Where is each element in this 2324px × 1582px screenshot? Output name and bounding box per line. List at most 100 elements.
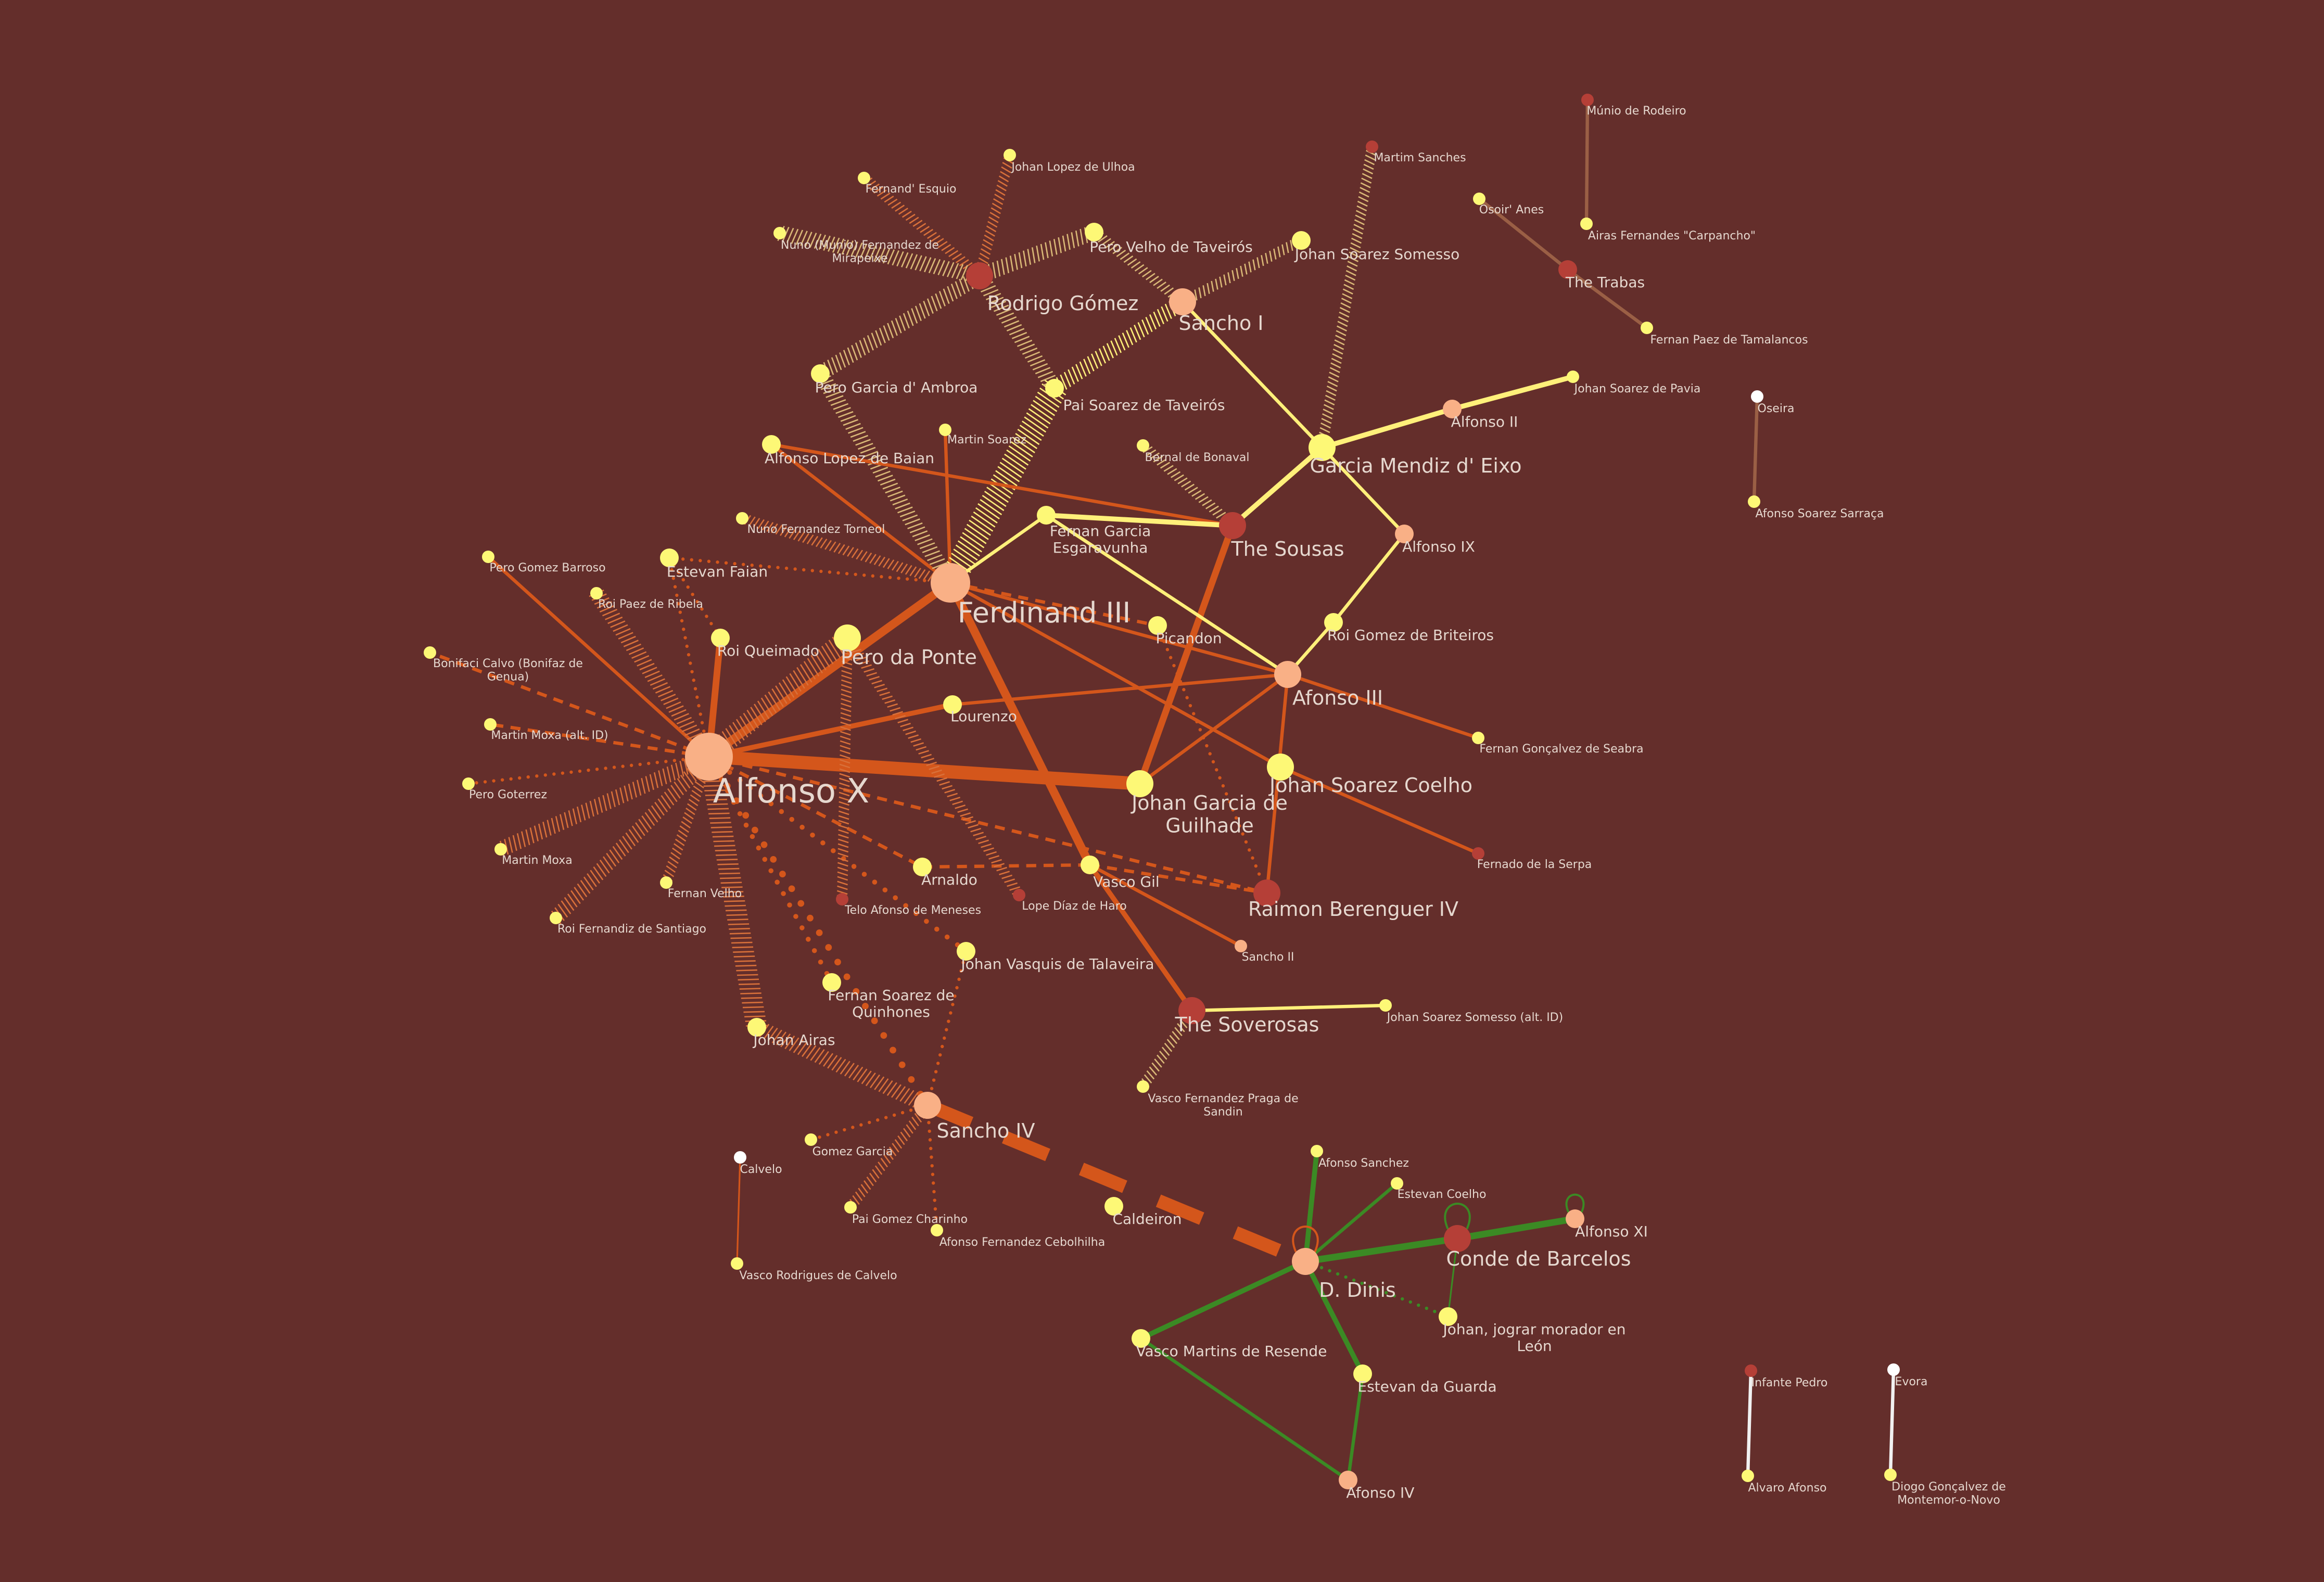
node-afonso-soarez-sarraca[interactable] — [1748, 495, 1760, 508]
node-ferdinand-iii[interactable] — [931, 563, 970, 603]
node-johan-soarez-pavia[interactable] — [1567, 371, 1579, 383]
node-diogo-goncalvez[interactable] — [1884, 1469, 1897, 1481]
node-infante-pedro[interactable] — [1745, 1364, 1757, 1377]
node-pero-velho-taveiros[interactable] — [1085, 223, 1103, 241]
node-alfonso-xi[interactable] — [1566, 1209, 1584, 1228]
node-lourenzo[interactable] — [943, 695, 962, 714]
node-telo-afonso-meneses[interactable] — [836, 893, 848, 905]
node-label-afonso-sanchez: Afonso Sanchez — [1318, 1157, 1409, 1170]
node-label-afonso-fernandez-cebolhilha: Afonso Fernandez Cebolhilha — [939, 1236, 1105, 1249]
node-fernan-velho[interactable] — [660, 876, 672, 889]
node-vasco-fernandez-praga[interactable] — [1137, 1080, 1149, 1093]
node-rodrigo-gomez[interactable] — [966, 262, 993, 289]
node-pero-da-ponte[interactable] — [834, 624, 861, 652]
node-martim-sanches[interactable] — [1366, 141, 1378, 153]
node-afonso-sanchez[interactable] — [1311, 1145, 1323, 1157]
edge-johan-soarez-coelho-ferdinand-iii — [949, 581, 1281, 769]
node-roi-queimado[interactable] — [711, 629, 730, 647]
node-the-soverosas[interactable] — [1178, 997, 1205, 1024]
node-sancho-iv[interactable] — [914, 1092, 941, 1119]
node-raimon-berenguer[interactable] — [1253, 879, 1280, 907]
node-fernan-soarez-quinhones[interactable] — [822, 973, 841, 992]
node-afonso-iv[interactable] — [1339, 1471, 1357, 1489]
node-fernan-garcia-esgaravunha[interactable] — [1037, 506, 1056, 525]
node-johan-jograr[interactable] — [1439, 1307, 1457, 1326]
node-munio-rodeiro[interactable] — [1581, 94, 1594, 106]
node-calvelo[interactable] — [734, 1151, 746, 1164]
node-estevan-da-guarda[interactable] — [1353, 1364, 1372, 1383]
node-sancho-i[interactable] — [1169, 288, 1196, 315]
node-label-munio-rodeiro: Múnio de Rodeiro — [1586, 105, 1686, 118]
node-fernado-serpa[interactable] — [1472, 847, 1484, 860]
node-pero-goterrez[interactable] — [462, 777, 475, 790]
node-bonifaci-calvo[interactable] — [424, 646, 436, 659]
edge-estevan-faian-roi-queimado — [667, 556, 722, 640]
node-johan-lopez-ulhoa[interactable] — [1004, 149, 1016, 161]
node-pai-gomez-charinho[interactable] — [844, 1201, 857, 1214]
edge-vasco-gil-sancho-ii — [1089, 863, 1242, 948]
node-martin-moxa[interactable] — [494, 843, 507, 856]
node-pero-gomez-barroso[interactable] — [482, 551, 494, 563]
node-martin-soarez[interactable] — [939, 424, 951, 436]
node-lope-diaz-haro[interactable] — [1013, 889, 1025, 901]
node-garcia-mendiz[interactable] — [1309, 434, 1336, 461]
node-gomez-garcia[interactable] — [805, 1133, 817, 1146]
edge-garcia-mendiz-the-sousas — [1230, 445, 1324, 528]
node-the-sousas[interactable] — [1219, 512, 1246, 539]
node-label-conde-barcelos: Conde de Barcelos — [1446, 1247, 1631, 1270]
node-johan-garcia-guilhade[interactable] — [1126, 770, 1153, 797]
node-alvaro-afonso[interactable] — [1742, 1470, 1754, 1482]
node-picandon[interactable] — [1148, 616, 1167, 635]
node-nuno-fernandez-torneol[interactable] — [736, 512, 748, 525]
node-alfonso-lopez-baian[interactable] — [762, 435, 781, 454]
edge-fernan-garcia-esgaravunha-afonso-iii — [1045, 514, 1289, 676]
node-vasco-martins-resende[interactable] — [1132, 1329, 1150, 1348]
node-label-martim-sanches: Martim Sanches — [1374, 151, 1466, 164]
node-vasco-gil[interactable] — [1081, 856, 1099, 874]
node-roi-paez-ribela[interactable] — [590, 587, 603, 599]
node-roi-fernandiz-santiago[interactable] — [550, 912, 562, 924]
node-afonso-iii[interactable] — [1274, 661, 1301, 688]
node-johan-soarez-somesso[interactable] — [1292, 231, 1311, 250]
node-airas-fernandes[interactable] — [1580, 218, 1593, 230]
node-osoir-anes[interactable] — [1473, 193, 1485, 205]
node-alfonso-ii[interactable] — [1443, 400, 1462, 418]
node-oseira[interactable] — [1751, 390, 1763, 403]
node-pero-garcia-ambroa[interactable] — [811, 364, 830, 383]
node-conde-barcelos[interactable] — [1444, 1225, 1471, 1252]
node-nuno-fernandez-mirapeixe[interactable] — [773, 227, 786, 239]
node-arnaldo[interactable] — [913, 858, 932, 876]
node-the-trabas[interactable] — [1558, 260, 1577, 279]
node-sancho-ii[interactable] — [1235, 940, 1247, 952]
node-alfonso-x[interactable] — [685, 733, 733, 781]
node-fernan-goncalvez-seabra[interactable] — [1472, 732, 1484, 744]
node-johan-airas[interactable] — [747, 1018, 766, 1037]
node-label-the-trabas: The Trabas — [1565, 274, 1645, 291]
node-johan-soarez-coelho[interactable] — [1267, 754, 1294, 781]
node-label-airas-fernandes: Airas Fernandes "Carpancho" — [1588, 229, 1756, 243]
node-vasco-rodrigues-calvelo[interactable] — [731, 1257, 743, 1270]
node-johan-vasquis[interactable] — [957, 942, 975, 961]
node-roi-gomez-briteiros[interactable] — [1324, 613, 1343, 632]
node-bernal-bonaval[interactable] — [1137, 439, 1149, 452]
node-label-estevan-da-guarda: Estevan da Guarda — [1357, 1378, 1496, 1395]
node-fernand-esquio[interactable] — [858, 172, 870, 184]
node-alfonso-ix[interactable] — [1395, 525, 1414, 543]
node-caldeiron[interactable] — [1104, 1197, 1123, 1216]
node-afonso-fernandez-cebolhilha[interactable] — [931, 1224, 943, 1236]
edge-rodrigo-gomez-pero-velho-taveiros — [979, 224, 1097, 284]
node-pai-soarez-taveiros[interactable] — [1045, 379, 1064, 398]
node-d-dinis[interactable] — [1292, 1248, 1319, 1275]
self-loop-alfonso-xi — [1565, 1193, 1585, 1213]
node-estevan-faian[interactable] — [660, 548, 679, 567]
node-estevan-coelho[interactable] — [1391, 1177, 1403, 1190]
edge-fernan-garcia-esgaravunha-the-sousas — [1046, 513, 1233, 528]
node-evora[interactable] — [1887, 1363, 1900, 1376]
node-johan-soarez-somesso-alt[interactable] — [1379, 999, 1392, 1012]
node-fernan-paez-tamalancos[interactable] — [1641, 322, 1653, 334]
node-label-fernan-paez-tamalancos: Fernan Paez de Tamalancos — [1650, 334, 1808, 347]
node-martin-moxa-alt[interactable] — [484, 718, 497, 731]
